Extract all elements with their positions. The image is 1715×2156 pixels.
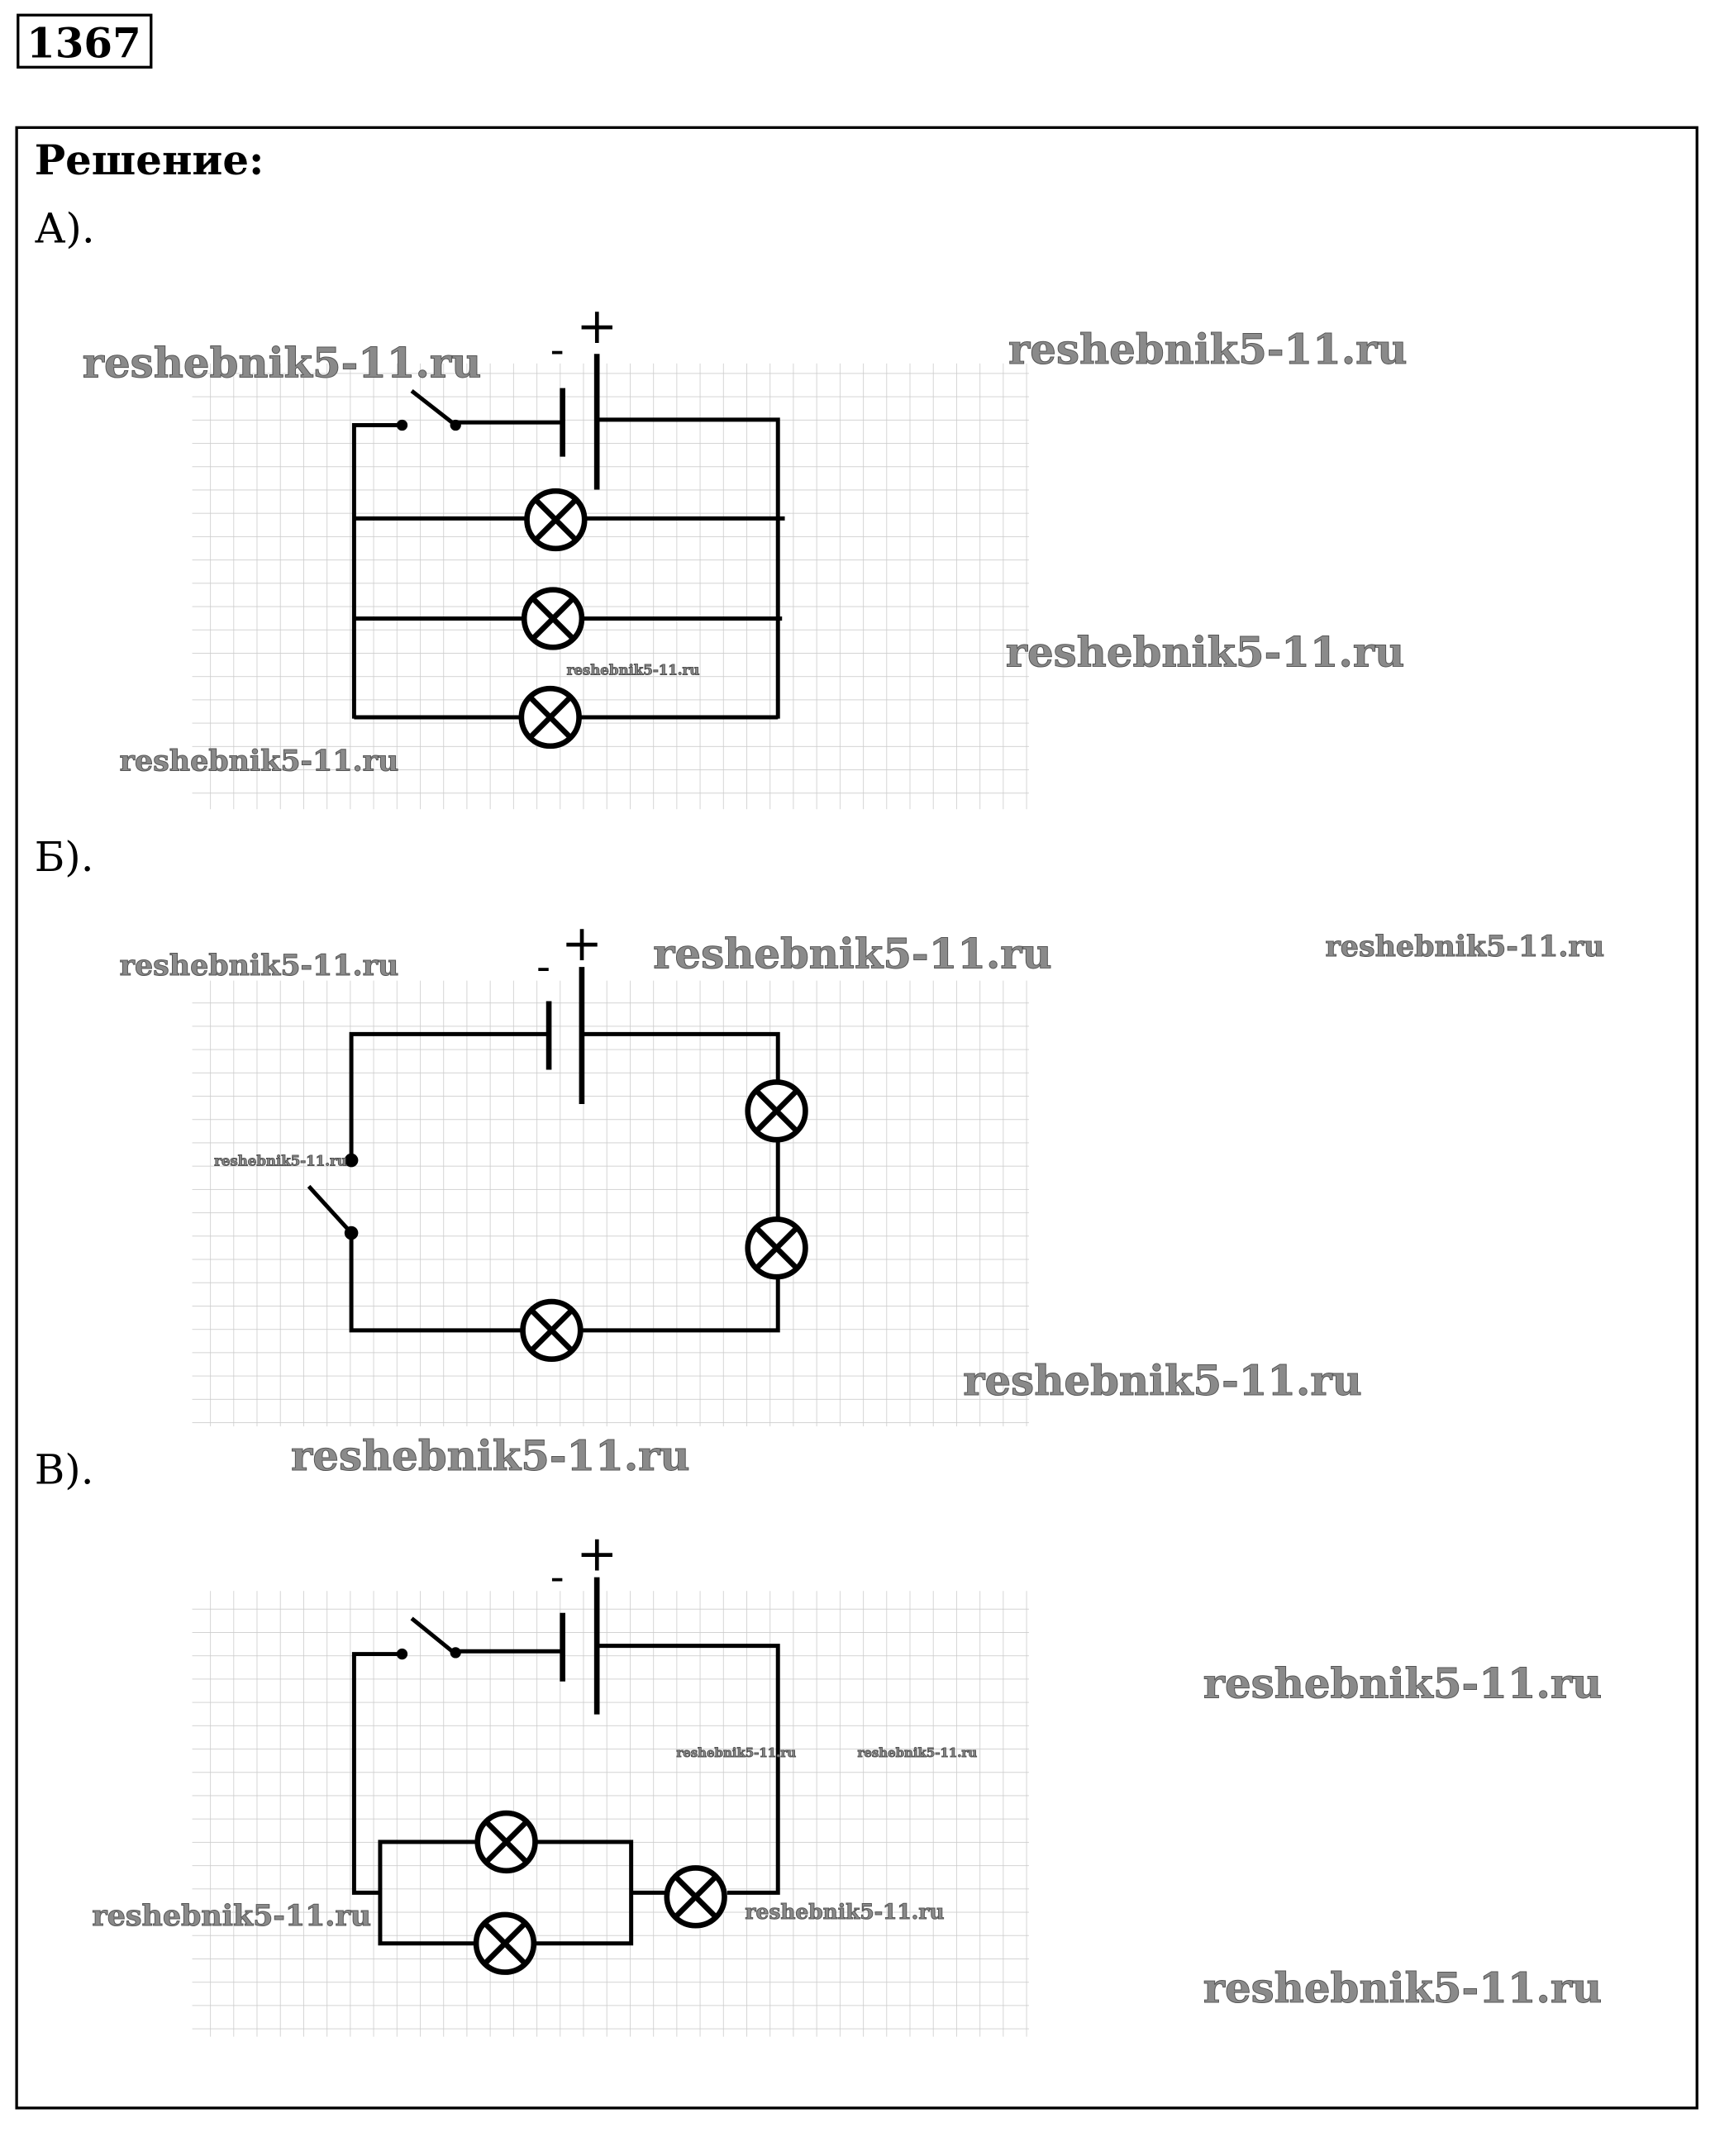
circuit-c: - + (351, 1525, 780, 1975)
svg-text:reshebnik5-11.ru: reshebnik5-11.ru (92, 1899, 371, 1933)
plus-sign: + (561, 916, 603, 973)
lamp-icon (745, 1216, 808, 1280)
grid-paper-b (192, 980, 1029, 1427)
minus-sign: - (536, 943, 550, 991)
circuit-a: - + (351, 298, 785, 750)
solution-frame (15, 126, 1698, 2110)
part-b-label: Б). (35, 833, 94, 881)
lamp-icon (474, 1810, 538, 1874)
switch-icon (307, 1184, 353, 1235)
switch-contact (396, 1648, 408, 1660)
svg-text:reshebnik5-11.ru: reshebnik5-11.ru (1008, 325, 1408, 374)
svg-text:reshebnik5-11.ru: reshebnik5-11.ru (567, 662, 700, 678)
solution-heading: Решение: (35, 136, 264, 184)
lamp-icon (521, 587, 585, 650)
svg-text:reshebnik5-11.ru: reshebnik5-11.ru (120, 949, 399, 983)
svg-text:reshebnik5-11.ru: reshebnik5-11.ru (120, 745, 399, 778)
plus-sign: + (576, 298, 617, 355)
lamp-icon (664, 1865, 727, 1929)
problem-number: 1367 (26, 19, 141, 68)
lamp-icon (473, 1911, 537, 1975)
lamp-icon (520, 1298, 584, 1363)
svg-text:reshebnik5-11.ru: reshebnik5-11.ru (676, 1745, 796, 1760)
problem-number-box (17, 13, 153, 69)
switch-contact (396, 419, 408, 431)
svg-text:reshebnik5-11.ru: reshebnik5-11.ru (1203, 1963, 1603, 2012)
lamp-icon (745, 1079, 808, 1143)
lamp-icon (524, 488, 588, 552)
svg-text:reshebnik5-11.ru: reshebnik5-11.ru (83, 338, 482, 387)
svg-text:reshebnik5-11.ru: reshebnik5-11.ru (1006, 628, 1405, 677)
circuit-b: - + (307, 916, 808, 1363)
svg-text:reshebnik5-11.ru: reshebnik5-11.ru (858, 1745, 978, 1760)
svg-text:reshebnik5-11.ru: reshebnik5-11.ru (1325, 930, 1604, 964)
grid-paper-a (192, 363, 1029, 810)
svg-text:reshebnik5-11.ru: reshebnik5-11.ru (745, 1900, 944, 1924)
switch-contact (344, 1153, 359, 1168)
part-a-label: А). (35, 205, 95, 253)
svg-text:reshebnik5-11.ru: reshebnik5-11.ru (1203, 1659, 1603, 1708)
plus-sign: + (576, 1525, 617, 1582)
lamp-icon (518, 685, 582, 750)
svg-text:reshebnik5-11.ru: reshebnik5-11.ru (291, 1431, 690, 1480)
grid-paper-c (192, 1591, 1029, 2037)
svg-text:reshebnik5-11.ru: reshebnik5-11.ru (963, 1356, 1362, 1405)
minus-sign: - (550, 1553, 565, 1601)
svg-text:reshebnik5-11.ru: reshebnik5-11.ru (214, 1153, 347, 1169)
svg-text:reshebnik5-11.ru: reshebnik5-11.ru (653, 930, 1052, 978)
watermarks: reshebnik5-11.ru reshebnik5-11.ru resheb… (82, 324, 1604, 2012)
minus-sign: - (550, 326, 565, 374)
switch-icon (410, 389, 457, 427)
switch-icon (410, 1616, 457, 1656)
part-c-label: В). (35, 1446, 94, 1494)
